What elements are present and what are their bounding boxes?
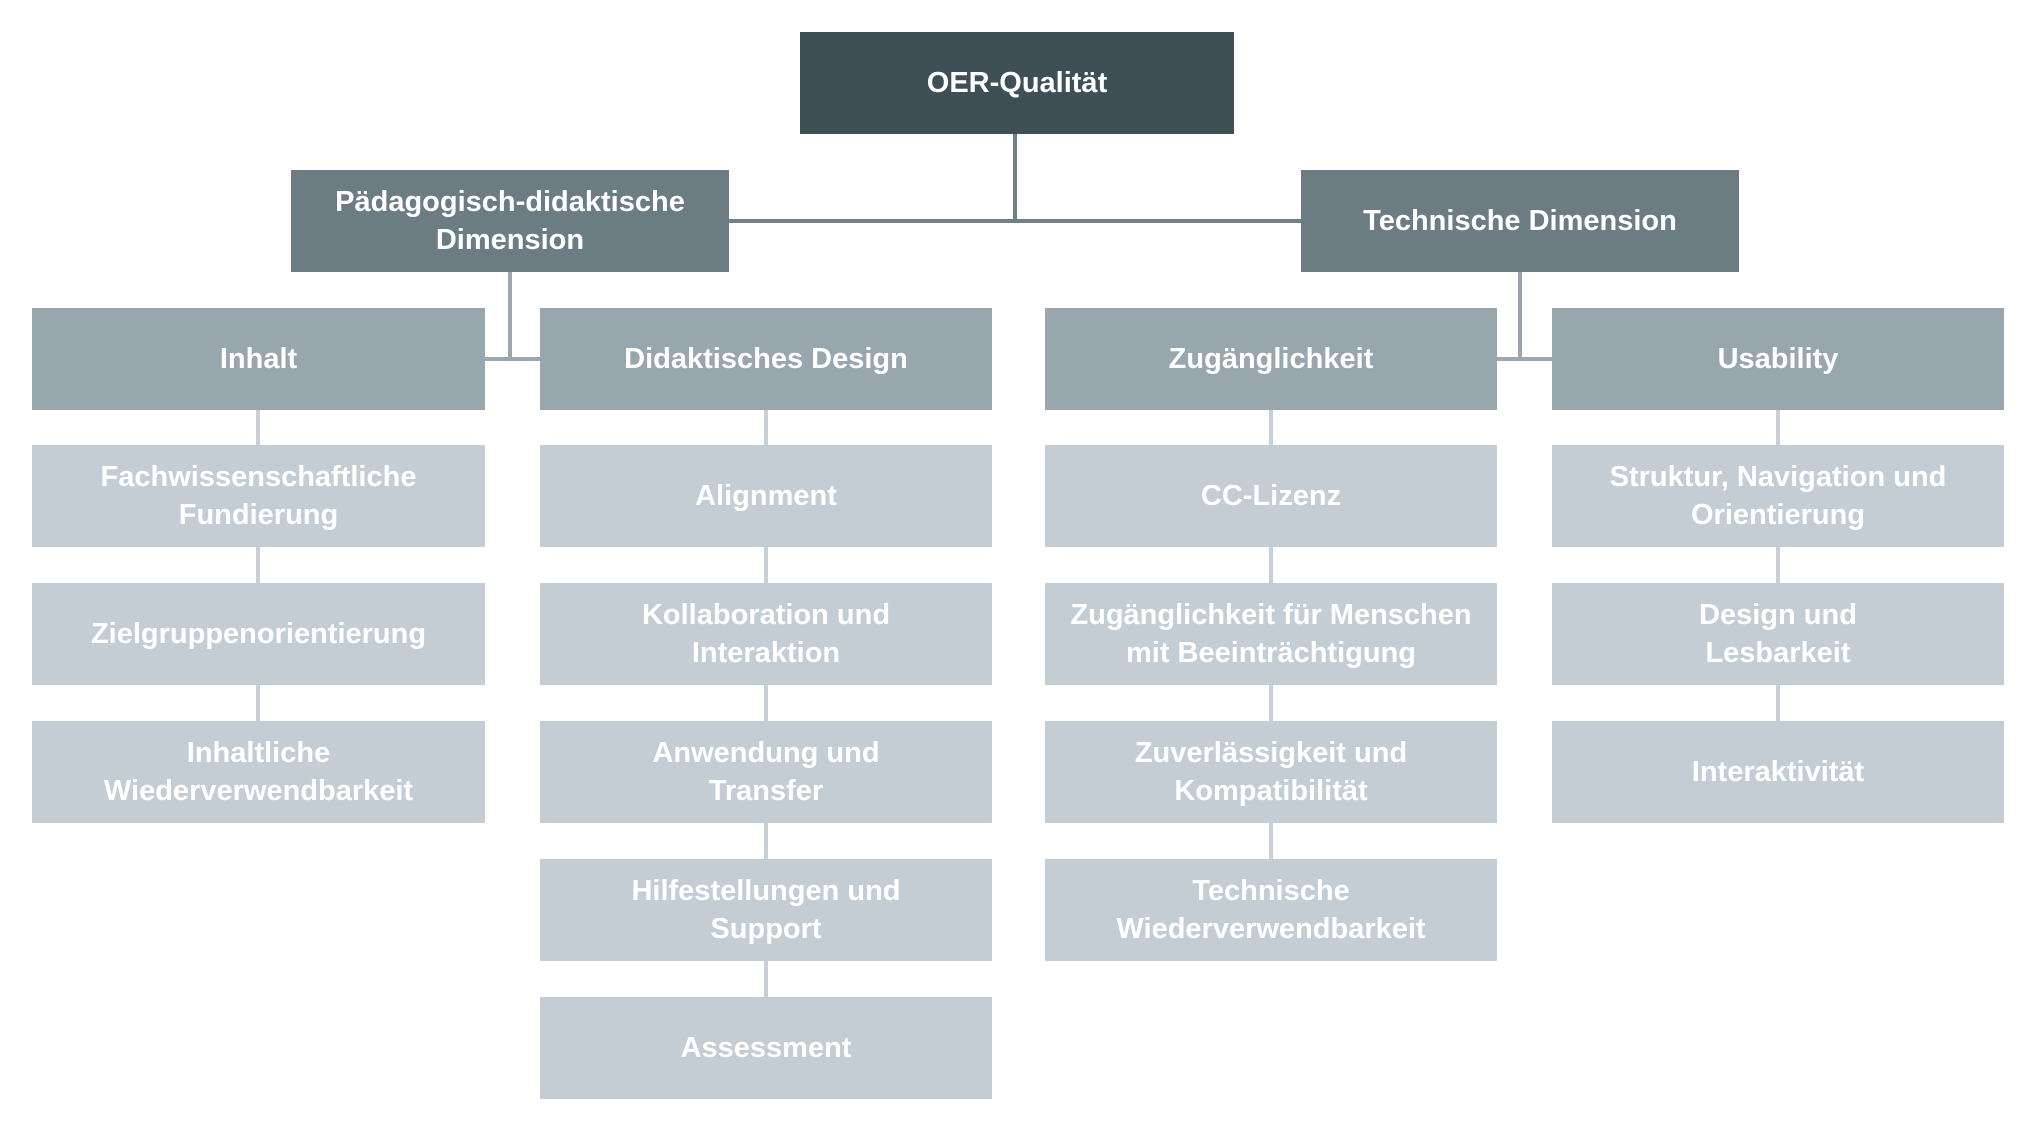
node-zugaenglichkeit-fuer-menschen: Zugänglichkeit für Menschen mit Beeinträ… — [1045, 583, 1497, 685]
node-inhaltliche-wiederverwendbarkeit: Inhaltliche Wiederverwendbarkeit — [32, 721, 485, 823]
node-didaktisches-design: Didaktisches Design — [540, 308, 992, 410]
node-zuverlaessigkeit-und-kompatibilitaet: Zuverlässigkeit und Kompatibilität — [1045, 721, 1497, 823]
node-assessment: Assessment — [540, 997, 992, 1099]
node-kollaboration-und-interaktion: Kollaboration und Interaktion — [540, 583, 992, 685]
node-struktur-navigation-orientierung: Struktur, Navigation und Orientierung — [1552, 445, 2004, 547]
node-zugaenglichkeit: Zugänglichkeit — [1045, 308, 1497, 410]
node-zielgruppenorientierung: Zielgruppenorientierung — [32, 583, 485, 685]
node-usability: Usability — [1552, 308, 2004, 410]
node-design-und-lesbarkeit: Design und Lesbarkeit — [1552, 583, 2004, 685]
connector-col1-seg1 — [256, 410, 260, 445]
node-paedagogisch-didaktische-dimension: Pädagogisch-didaktische Dimension — [291, 170, 729, 272]
connector-col1-seg3 — [256, 685, 260, 721]
node-interaktivitaet: Interaktivität — [1552, 721, 2004, 823]
node-inhalt: Inhalt — [32, 308, 485, 410]
connector-col3-seg2 — [1269, 547, 1273, 583]
connector-col4-seg1 — [1776, 410, 1780, 445]
connector-col2-seg5 — [764, 961, 768, 997]
connector-root-stem — [1013, 134, 1017, 223]
node-technische-dimension: Technische Dimension — [1301, 170, 1739, 272]
node-fachwissenschaftliche-fundierung: Fachwissenschaftliche Fundierung — [32, 445, 485, 547]
node-alignment: Alignment — [540, 445, 992, 547]
node-technische-wiederverwendbarkeit: Technische Wiederverwendbarkeit — [1045, 859, 1497, 961]
node-oer-qualitaet: OER-Qualität — [800, 32, 1234, 134]
connector-technisch-stem — [1518, 272, 1522, 361]
connector-col2-seg3 — [764, 685, 768, 721]
connector-col3-seg1 — [1269, 410, 1273, 445]
connector-col1-seg2 — [256, 547, 260, 583]
connector-col3-seg4 — [1269, 823, 1273, 859]
connector-col3-seg3 — [1269, 685, 1273, 721]
connector-paedagogisch-stem — [508, 272, 512, 361]
connector-col2-seg1 — [764, 410, 768, 445]
connector-root-bus — [729, 219, 1301, 223]
node-anwendung-und-transfer: Anwendung und Transfer — [540, 721, 992, 823]
connector-technisch-bus — [1497, 357, 1552, 361]
node-cc-lizenz: CC-Lizenz — [1045, 445, 1497, 547]
connector-paedagogisch-bus — [485, 357, 540, 361]
connector-col4-seg2 — [1776, 547, 1780, 583]
node-hilfestellungen-und-support: Hilfestellungen und Support — [540, 859, 992, 961]
connector-col4-seg3 — [1776, 685, 1780, 721]
connector-col2-seg2 — [764, 547, 768, 583]
connector-col2-seg4 — [764, 823, 768, 859]
